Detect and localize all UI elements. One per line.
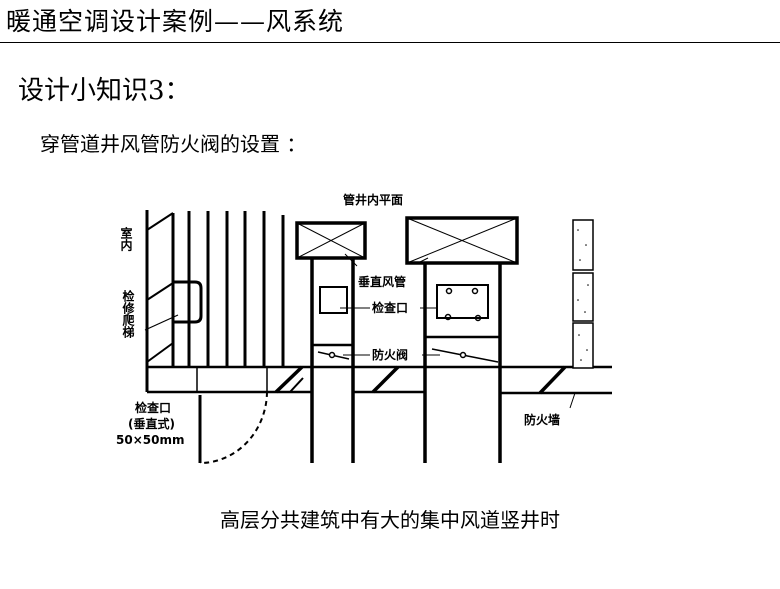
access-door-swing — [199, 391, 268, 464]
ladder — [173, 280, 203, 324]
shaft-bars — [171, 211, 285, 367]
caption: 高层分共建筑中有大的集中风道竖井时 — [220, 508, 560, 532]
section-heading: 设计小知识3： — [18, 76, 191, 106]
left-port-type: (垂直式) — [128, 416, 175, 431]
fire-damper-label: 防火阀 — [372, 347, 408, 362]
ladder-label: 检修爬梯 — [121, 289, 135, 339]
left-port-size: 50×50mm — [116, 433, 184, 447]
plan-label: 管井内平面 — [343, 192, 403, 207]
indoor-label: 室内 — [119, 226, 133, 252]
title-divider — [0, 42, 780, 43]
access-port-1 — [319, 286, 348, 314]
slide-title: 暖通空调设计案例——风系统 — [6, 7, 345, 36]
intro-text: 穿管道井风管防火阀的设置 ： — [40, 132, 307, 156]
vertical-duct-label: 垂直风管 — [358, 274, 406, 289]
vertical-duct-2 — [405, 216, 519, 265]
fire-wall — [572, 219, 594, 369]
left-port-label: 检查口 — [135, 400, 171, 415]
access-port-2 — [436, 284, 489, 319]
vertical-duct-1 — [295, 221, 367, 260]
fire-wall-label: 防火墙 — [524, 412, 560, 427]
access-port-label: 检查口 — [372, 300, 408, 315]
